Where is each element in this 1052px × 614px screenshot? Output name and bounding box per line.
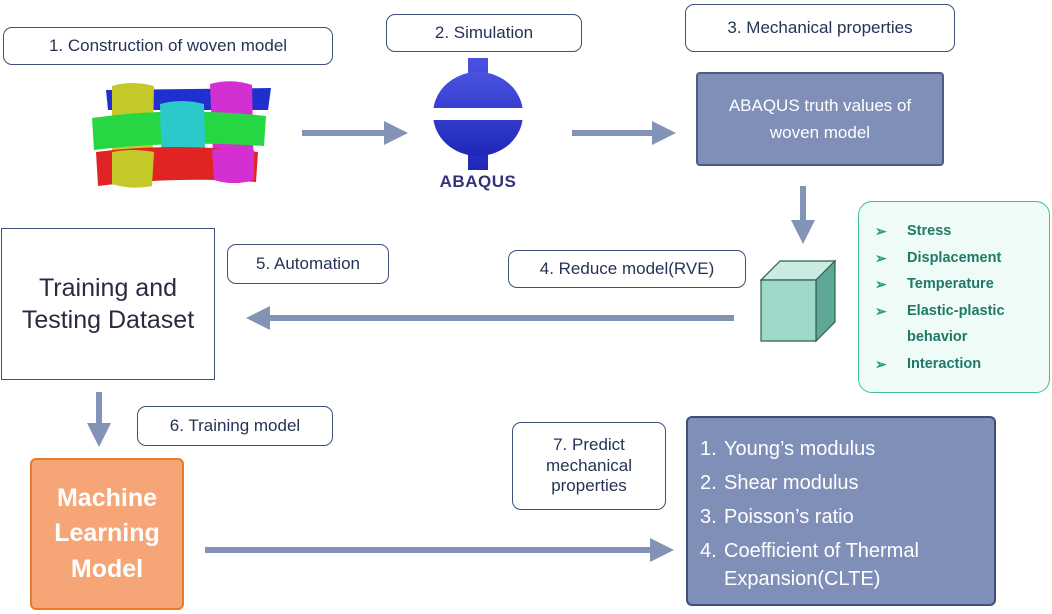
results-box: 1.Young’s modulus 2.Shear modulus 3.Pois… bbox=[686, 416, 996, 606]
step-predict-label: 7. Predict mechanical properties bbox=[512, 422, 666, 510]
truth-values-text: ABAQUS truth values of woven model bbox=[728, 95, 912, 142]
result-item: 1.Young’s modulus bbox=[700, 438, 876, 460]
property-item: ➢Interaction bbox=[875, 351, 1043, 378]
abaqus-logo-text: ABAQUS bbox=[439, 172, 517, 191]
chevron-right-icon: ➢ bbox=[875, 223, 887, 239]
chevron-right-icon: ➢ bbox=[875, 302, 887, 319]
result-item: 2.Shear modulus bbox=[700, 472, 859, 494]
step-reduce-label: 4. Reduce model(RVE) bbox=[508, 250, 746, 288]
result-item: 4.Coefficient of Thermal Expansion(CLTE) bbox=[700, 540, 919, 590]
dataset-box: Training and Testing Dataset bbox=[1, 228, 215, 380]
step-mechanical-label: 3. Mechanical properties bbox=[685, 4, 955, 52]
property-item: ➢Elastic-plastic behavior bbox=[875, 298, 1043, 351]
property-item: ➢Displacement bbox=[875, 245, 1043, 272]
truth-values-box: ABAQUS truth values of woven model bbox=[696, 72, 944, 166]
result-item: 3.Poisson’s ratio bbox=[700, 506, 854, 528]
chevron-right-icon: ➢ bbox=[875, 276, 887, 292]
properties-panel: ➢Stress ➢Displacement ➢Temperature ➢Elas… bbox=[858, 201, 1050, 393]
step-construction-label: 1. Construction of woven model bbox=[3, 27, 333, 65]
dataset-text: Training and Testing Dataset bbox=[21, 273, 195, 335]
step-training-label: 6. Training model bbox=[137, 406, 333, 446]
abaqus-logo-icon bbox=[432, 58, 524, 170]
chevron-right-icon: ➢ bbox=[875, 249, 887, 266]
property-item: ➢Stress bbox=[875, 218, 1043, 245]
step-simulation-label: 2. Simulation bbox=[386, 14, 582, 52]
step-automation-label: 5. Automation bbox=[227, 244, 389, 284]
ml-model-text: Machine Learning Model bbox=[54, 483, 160, 583]
rve-cube-icon bbox=[759, 259, 837, 343]
ml-model-box: Machine Learning Model bbox=[30, 458, 184, 610]
property-item: ➢Temperature bbox=[875, 271, 1043, 298]
woven-model-image bbox=[92, 81, 271, 188]
chevron-right-icon: ➢ bbox=[875, 355, 887, 372]
